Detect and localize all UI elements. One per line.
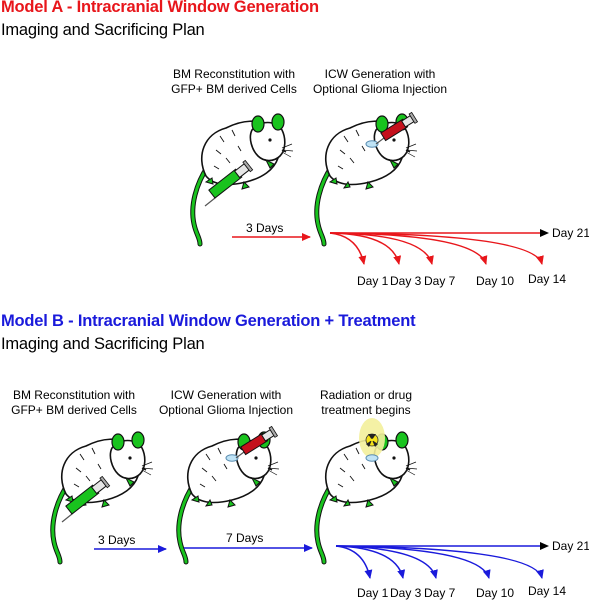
model-b-step2-label: ICW Generation with Optional Glioma Inje…: [156, 388, 296, 418]
model-b-curve-day10: [335, 545, 491, 579]
model-b-step1-label: BM Reconstitution with GFP+ BM derived C…: [10, 388, 138, 418]
model-b-curve-day14: [335, 545, 544, 579]
radiation-icon: [359, 418, 385, 458]
model-a-step1-label: BM Reconstitution with GFP+ BM derived C…: [170, 67, 298, 97]
model-a-step2-line2: Optional Glioma Injection: [312, 82, 448, 96]
model-a-interval-label: 3 Days: [246, 221, 284, 235]
model-b-step3-line1: Radiation or drug: [319, 388, 413, 402]
model-a-end-label: Day 21: [552, 226, 589, 240]
model-a-step2-label: ICW Generation with Optional Glioma Inje…: [310, 67, 450, 97]
model-a-day-label: Day 14: [528, 272, 567, 286]
model-a-timeline-arrowhead: [540, 229, 549, 237]
model-a-step2-line1: ICW Generation with: [324, 67, 436, 81]
model-b-step3-line2: treatment begins: [321, 403, 411, 417]
model-b-interval-label-2: 7 Days: [226, 531, 264, 545]
model-b-curve-day1: [335, 545, 373, 579]
model-b-timeline-arrowhead: [540, 542, 549, 550]
model-a-title: Model A - Intracranial Window Generation: [1, 0, 319, 16]
model-b-step1-line1: BM Reconstitution with: [12, 388, 136, 402]
model-b-day-label: Day 3: [390, 586, 422, 600]
model-a-step1-line2: GFP+ BM derived Cells: [171, 82, 297, 96]
model-a-curve-day1: [329, 232, 367, 265]
model-a-curve-day14: [329, 232, 544, 265]
model-a-subtitle: Imaging and Sacrificing Plan: [1, 21, 205, 39]
model-b-day-label: Day 7: [424, 586, 456, 600]
model-b-title: Model B - Intracranial Window Generation…: [1, 312, 416, 330]
model-a-day-label: Day 7: [424, 274, 456, 288]
model-a-curve-day10: [329, 232, 488, 265]
model-a-day-label: Day 1: [357, 274, 389, 288]
model-b-step1-line2: GFP+ BM derived Cells: [11, 403, 137, 417]
model-a-step1-line1: BM Reconstitution with: [172, 67, 296, 81]
model-b-window-3: [365, 454, 379, 462]
model-b-step2-line1: ICW Generation with: [170, 388, 282, 402]
model-b-day-label: Day 1: [357, 586, 389, 600]
model-b-interval-label-1: 3 Days: [98, 533, 136, 547]
model-b-day-label: Day 10: [476, 586, 515, 600]
model-b-subtitle: Imaging and Sacrificing Plan: [1, 335, 205, 353]
model-a-day-label: Day 10: [476, 274, 515, 288]
model-a-day-label: Day 3: [390, 274, 422, 288]
model-b-end-label: Day 21: [552, 539, 589, 553]
model-b-step2-line2: Optional Glioma Injection: [158, 403, 294, 417]
model-b-day-label: Day 14: [528, 584, 567, 598]
model-a-mouse-2: [317, 114, 417, 244]
model-b-step3-label: Radiation or drug treatment begins: [302, 388, 430, 418]
